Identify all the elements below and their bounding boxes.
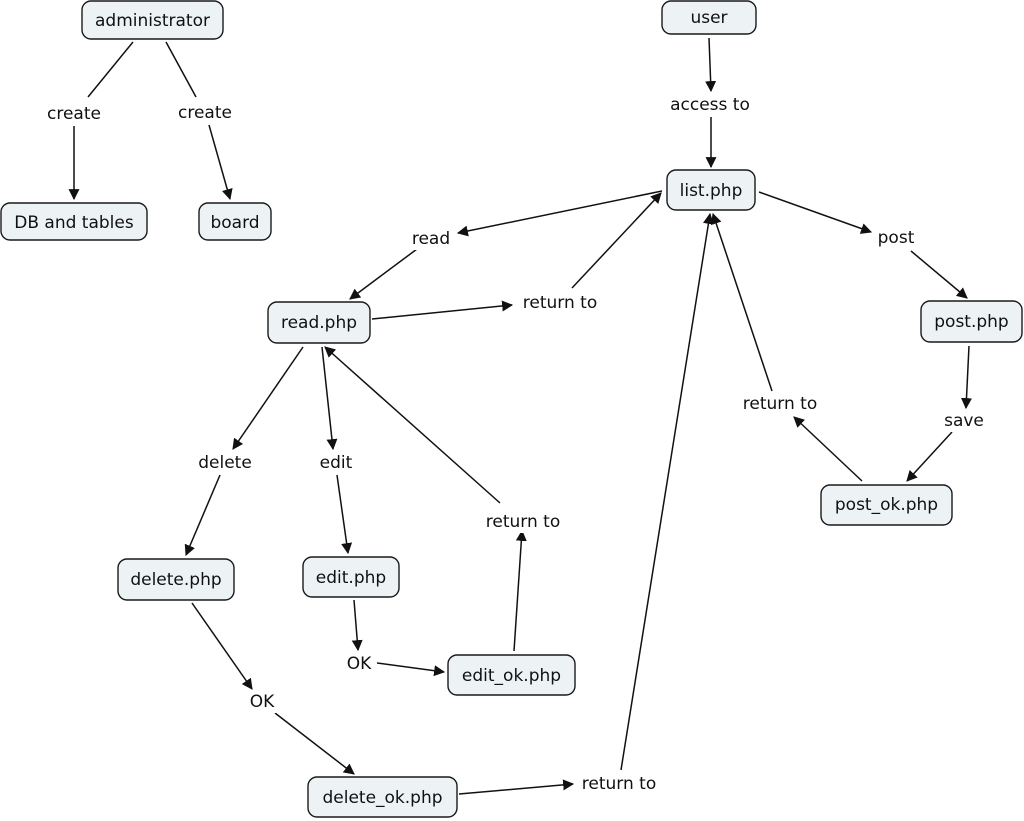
link-label-backing <box>482 511 564 533</box>
link-post: post <box>878 228 915 248</box>
connector-editok-return <box>513 529 527 652</box>
node-administrator[interactable]: administrator <box>81 0 224 40</box>
link-return-to-read-list: return to <box>523 293 597 313</box>
connector-editphp-ok <box>351 599 363 652</box>
node-edit-php[interactable]: edit.php <box>302 556 400 598</box>
link-label-backing <box>667 94 753 116</box>
connector-edit-editphp <box>336 474 353 555</box>
node-post-php[interactable]: post.php <box>920 300 1023 343</box>
connector-return-list-3 <box>620 212 714 771</box>
link-access-to: access to <box>670 95 750 115</box>
node-delete-ok-php[interactable]: delete_ok.php <box>307 776 458 818</box>
node-post-ok-php-label: post_ok.php <box>835 495 938 515</box>
link-edit: edit <box>320 453 353 473</box>
node-edit-php-label: edit.php <box>316 568 386 588</box>
link-read: read <box>412 229 450 249</box>
node-user-label: user <box>690 8 727 28</box>
node-post-ok-php[interactable]: post_ok.php <box>820 484 953 526</box>
connector-readphp-delete <box>232 346 304 450</box>
node-board-label: board <box>210 213 259 233</box>
node-edit-ok-php-label: edit_ok.php <box>462 666 561 686</box>
link-label-backing <box>941 410 987 432</box>
node-user[interactable]: user <box>661 0 757 35</box>
link-label-backing <box>316 452 356 474</box>
link-ok-edit: OK <box>347 654 372 674</box>
node-board[interactable]: board <box>198 202 272 241</box>
connector-return-list-2 <box>710 212 773 392</box>
link-label-backing <box>519 292 601 314</box>
node-read-php[interactable]: read.php <box>267 301 371 344</box>
connector-postok-return <box>793 416 863 482</box>
connectors <box>68 37 972 795</box>
connector-user-access <box>705 37 717 93</box>
node-post-php-label: post.php <box>934 312 1008 332</box>
connector-list-read <box>456 190 663 237</box>
node-db-and-tables[interactable]: DB and tables <box>0 202 148 241</box>
link-label-backing <box>195 452 255 474</box>
connector-create-board <box>208 124 233 201</box>
connector-return-list <box>571 192 662 289</box>
node-read-php-label: read.php <box>281 313 357 333</box>
link-delete: delete <box>198 453 252 473</box>
connector-save-postok <box>906 431 953 482</box>
connector-post-postphp <box>910 250 968 299</box>
connector-readphp-edit <box>321 346 338 451</box>
node-delete-php-label: delete.php <box>130 570 221 590</box>
connector-admin-create-db <box>87 41 134 98</box>
link-create-db: create <box>47 104 101 124</box>
link-label-backing <box>175 102 235 124</box>
node-list-php-label: list.php <box>680 181 743 201</box>
link-return-to-postok-list: return to <box>743 394 817 414</box>
connector-readphp-return <box>371 300 514 320</box>
node-delete-ok-php-label: delete_ok.php <box>322 788 442 808</box>
link-label-backing <box>739 393 821 415</box>
link-label-backing <box>246 691 279 713</box>
connector-return-readphp <box>324 346 501 504</box>
connector-ok-deleteok <box>274 712 355 775</box>
connector-list-post <box>758 191 873 234</box>
link-labels: create create access to read post return… <box>44 94 987 795</box>
connector-delete-deletephp <box>184 474 221 557</box>
node-db-and-tables-label: DB and tables <box>14 213 134 233</box>
connector-admin-create-board <box>165 41 197 98</box>
link-label-backing <box>874 227 918 249</box>
link-label-backing <box>578 773 660 795</box>
node-edit-ok-php[interactable]: edit_ok.php <box>447 654 576 696</box>
link-create-board: create <box>178 103 232 123</box>
node-delete-php[interactable]: delete.php <box>117 558 235 601</box>
link-label-backing <box>408 228 454 250</box>
connector-read-readphp <box>349 248 418 300</box>
link-label-backing <box>44 103 104 125</box>
link-ok-delete: OK <box>250 692 275 712</box>
link-save: save <box>944 411 984 431</box>
connector-postphp-save <box>960 345 972 410</box>
connector-deleteok-return <box>458 779 575 795</box>
node-list-php[interactable]: list.php <box>666 169 756 211</box>
link-label-backing <box>343 653 376 675</box>
connector-ok-editok <box>376 662 446 677</box>
node-administrator-label: administrator <box>95 11 210 31</box>
link-return-to-editok-read: return to <box>486 512 560 532</box>
connector-deletephp-ok <box>191 602 253 690</box>
link-return-to-deleteok-list: return to <box>582 774 656 794</box>
